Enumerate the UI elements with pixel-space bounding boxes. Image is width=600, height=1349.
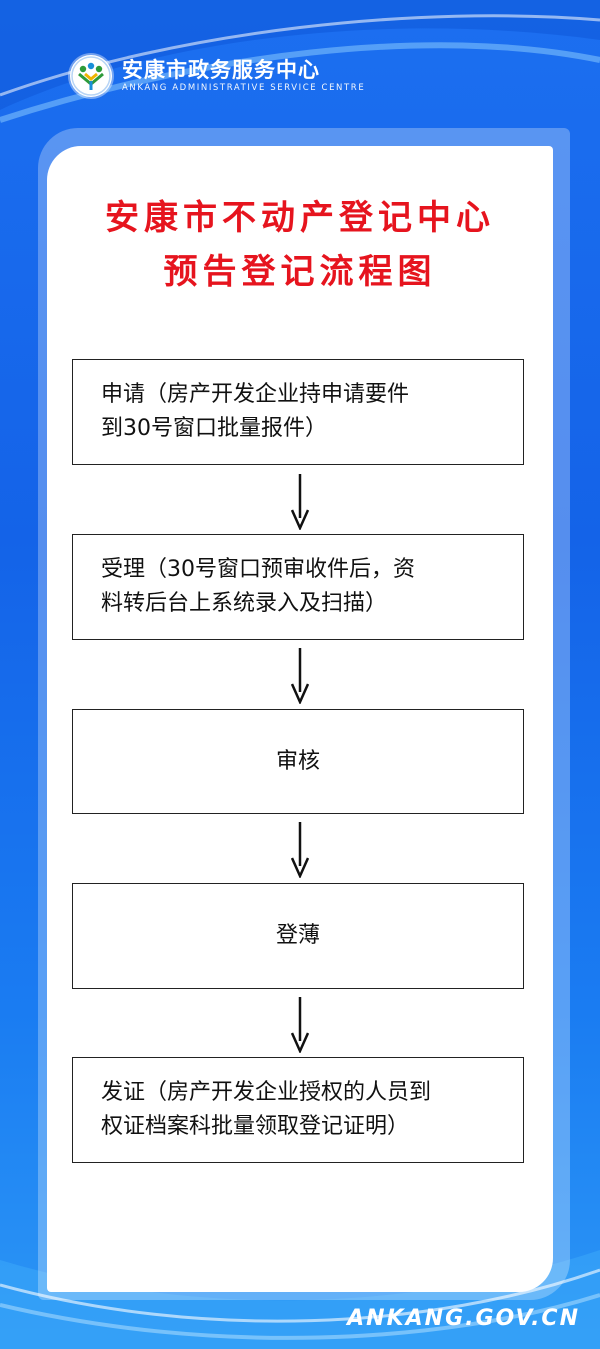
arrow-down-icon	[291, 997, 309, 1053]
diagram-title-line1: 安康市不动产登记中心	[105, 198, 495, 238]
arrow-down-icon	[291, 648, 309, 704]
step-label: 审核	[275, 748, 320, 774]
diagram-title-line2: 预告登记流程图	[163, 252, 437, 292]
header: 安康市政务服务中心 ANKANG ADMINISTRATIVE SERVICE …	[70, 52, 365, 100]
center-logo-icon	[70, 55, 112, 97]
step-label: 发证（房产开发企业授权的人员到 权证档案科批量领取登记证明）	[101, 1080, 432, 1139]
step-apply: 申请（房产开发企业持申请要件 到30号窗口批量报件）	[72, 359, 524, 465]
org-name-en: ANKANG ADMINISTRATIVE SERVICE CENTRE	[122, 83, 366, 93]
arrow-down-icon	[291, 474, 309, 530]
step-label: 申请（房产开发企业持申请要件 到30号窗口批量报件）	[101, 382, 410, 441]
step-accept: 受理（30号窗口预审收件后，资 料转后台上系统录入及扫描）	[72, 534, 524, 640]
org-name: 安康市政务服务中心	[122, 58, 320, 82]
step-review: 审核	[72, 709, 524, 814]
step-label: 受理（30号窗口预审收件后，资 料转后台上系统录入及扫描）	[101, 557, 415, 616]
website-watermark: ANKANG.GOV.CN	[347, 1306, 580, 1331]
arrow-down-icon	[291, 822, 309, 878]
step-label: 登薄	[275, 923, 320, 948]
step-register: 登薄	[72, 883, 524, 989]
step-issue: 发证（房产开发企业授权的人员到 权证档案科批量领取登记证明）	[72, 1057, 524, 1163]
